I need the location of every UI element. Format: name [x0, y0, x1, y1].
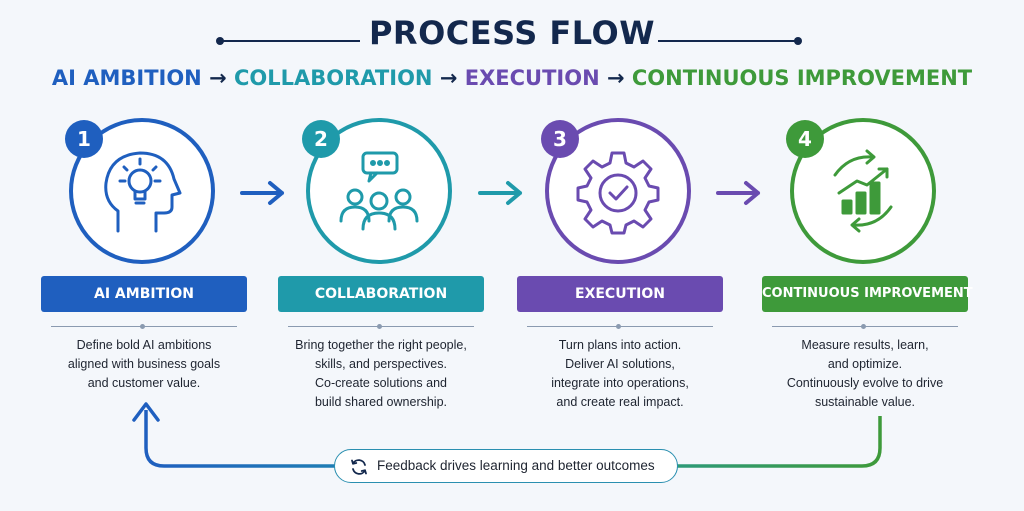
page-title: PROCESS FLOW [368, 14, 656, 52]
flow-arrow-3 [716, 181, 760, 205]
description-line: aligned with business goals [67, 357, 221, 371]
step-circle [306, 118, 452, 264]
step-divider [527, 324, 713, 329]
description-line: integrate into operations, [551, 376, 689, 390]
subtitle-part-continuous-improvement: CONTINUOUS IMPROVEMENT [631, 66, 973, 90]
subtitle-arrow: → [439, 66, 458, 90]
step-description: Measure results, learn, and optimize. Co… [750, 336, 980, 412]
ai-head-lightbulb-icon [104, 151, 182, 233]
description-line: and create real impact. [556, 395, 684, 409]
subtitle-part-ai-ambition: AI AMBITION [51, 66, 202, 90]
step-divider [51, 324, 237, 329]
subtitle-part-execution: EXECUTION [464, 66, 600, 90]
step-description: Bring together the right people, skills,… [266, 336, 496, 412]
growth-chart-cycle-icon [833, 149, 893, 233]
step-label: CONTINUOUS IMPROVEMENT [762, 276, 973, 312]
description-line: Deliver AI solutions, [565, 357, 675, 371]
description-line: Define bold AI ambitions [76, 338, 212, 352]
step-divider [288, 324, 474, 329]
description-line: Bring together the right people, [295, 338, 467, 352]
subtitle-arrow: → [606, 66, 625, 90]
subtitle-part-collaboration: COLLABORATION [234, 66, 433, 90]
flow-arrow-2 [478, 181, 522, 205]
step-number-badge: 1 [65, 120, 103, 158]
description-line: Turn plans into action. [558, 338, 682, 352]
team-chat-icon [339, 151, 419, 231]
step-description: Define bold AI ambitions aligned with bu… [29, 336, 259, 393]
description-line: Co-create solutions and [314, 376, 448, 390]
description-line: and customer value. [87, 376, 201, 390]
subtitle-flow: AI AMBITION → COLLABORATION → EXECUTION … [0, 66, 1024, 90]
subtitle-arrow: → [209, 66, 227, 90]
refresh-icon [351, 459, 367, 475]
step-description: Turn plans into action. Deliver AI solut… [505, 336, 735, 412]
gear-check-icon [576, 151, 660, 235]
description-line: skills, and perspectives. [314, 357, 447, 371]
step-divider [772, 324, 958, 329]
step-label: AI AMBITION [41, 276, 247, 312]
description-line: Measure results, learn, [801, 338, 929, 352]
description-line: sustainable value. [814, 395, 916, 409]
description-line: and optimize. [827, 357, 903, 371]
feedback-pill: Feedback drives learning and better outc… [334, 449, 678, 483]
feedback-text: Feedback drives learning and better outc… [377, 458, 655, 473]
title-divider-right [658, 37, 802, 45]
step-label: COLLABORATION [278, 276, 484, 312]
step-number-badge: 3 [541, 120, 579, 158]
flow-arrow-1 [240, 181, 284, 205]
title-divider-left [216, 37, 360, 45]
step-number-badge: 4 [786, 120, 824, 158]
step-label: EXECUTION [517, 276, 723, 312]
step-number-badge: 2 [302, 120, 340, 158]
description-line: Continuously evolve to drive [786, 376, 944, 390]
description-line: build shared ownership. [314, 395, 448, 409]
